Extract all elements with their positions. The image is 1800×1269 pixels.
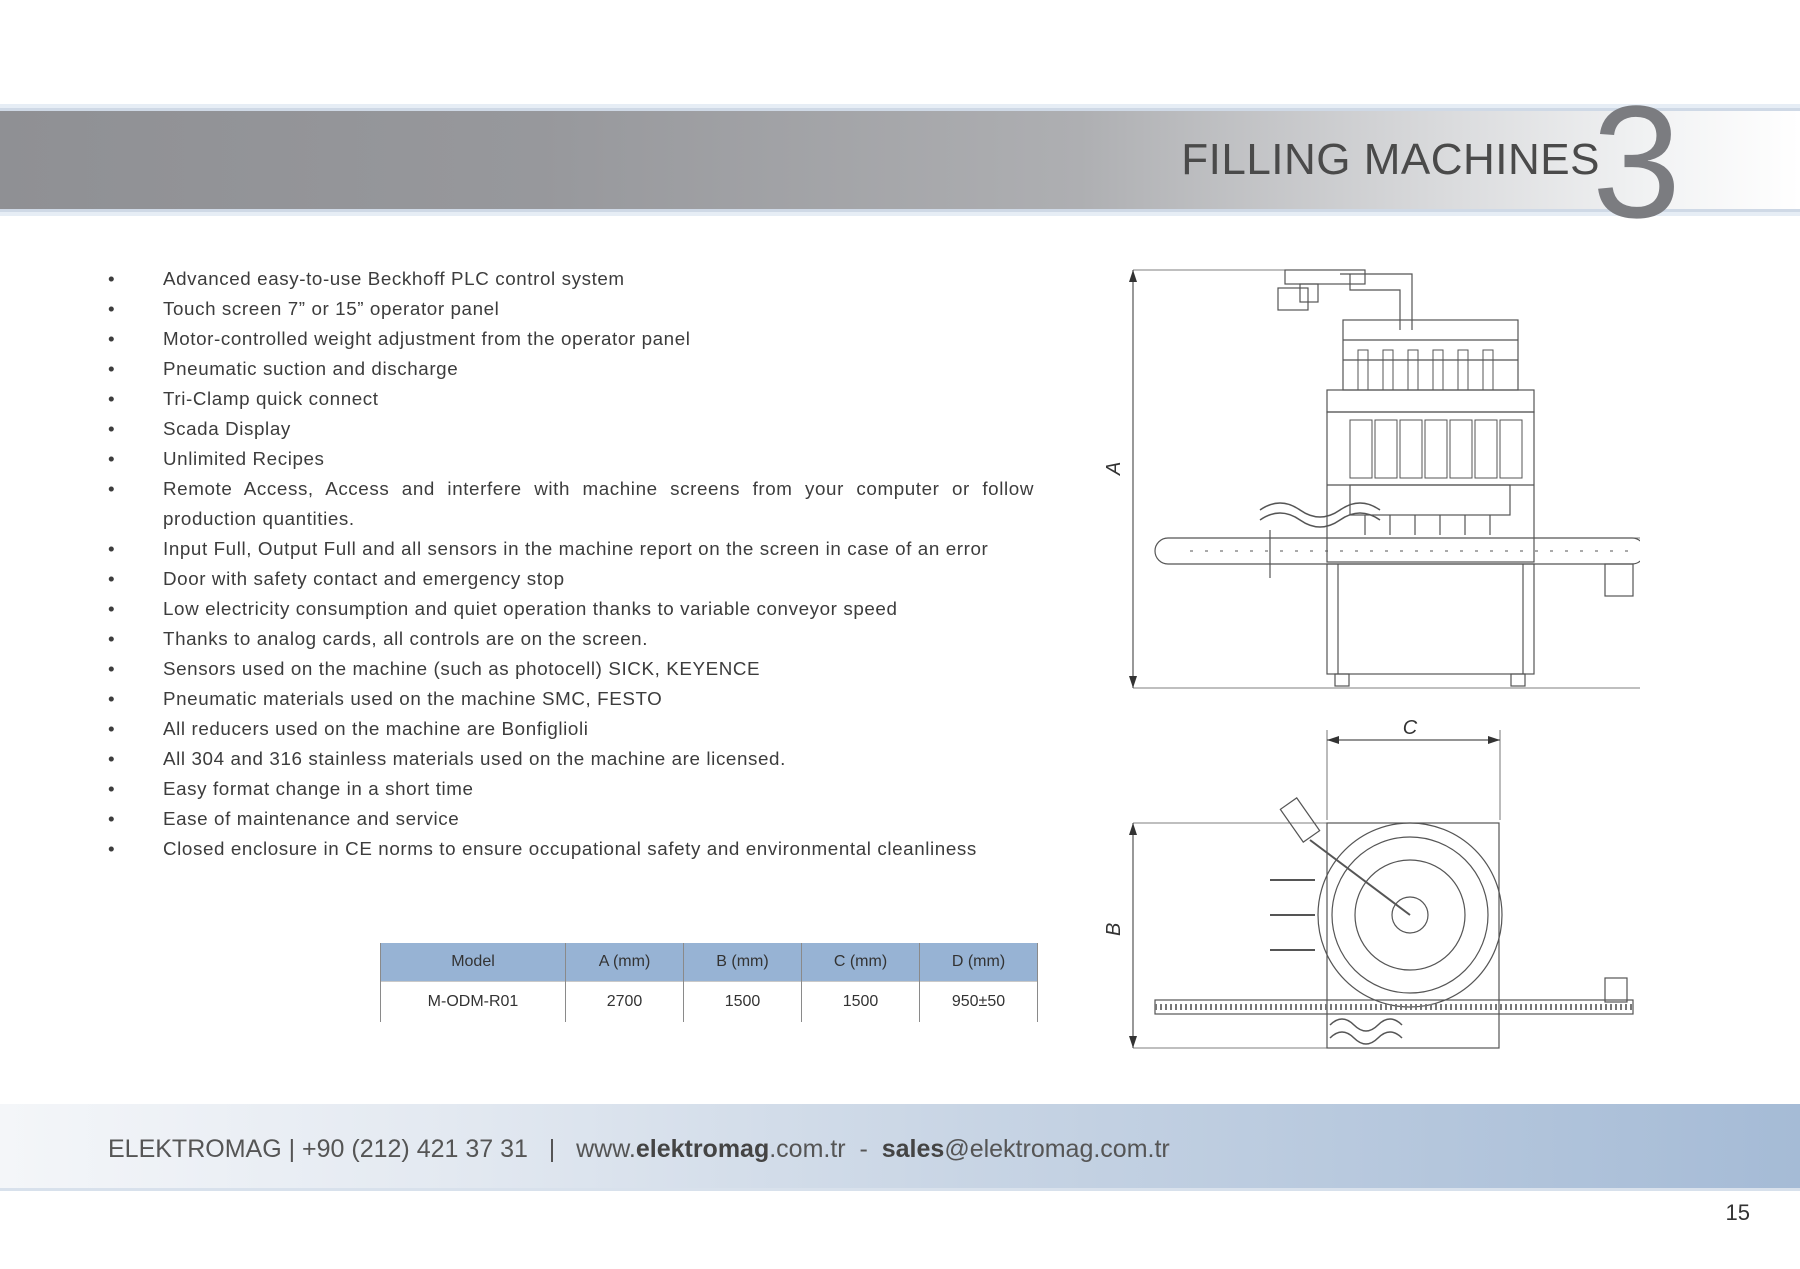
feature-item: • Motor-controlled weight adjustment from…: [104, 324, 1034, 354]
front-view: A D: [1103, 269, 1640, 689]
bullet-icon: •: [108, 418, 116, 439]
table-header-cell: D (mm): [919, 943, 1038, 982]
feature-text: Pneumatic suction and discharge: [163, 358, 459, 379]
feature-item: • Input Full, Output Full and all sensors…: [104, 534, 1034, 564]
feature-text: Sensors used on the machine (such as pho…: [163, 658, 761, 679]
bullet-icon: •: [108, 658, 116, 679]
feature-item: • Thanks to analog cards, all controls ar…: [104, 624, 1034, 654]
spec-table: Model A (mm) B (mm) C (mm) D (mm) M-ODM-…: [380, 943, 1038, 1022]
bullet-icon: •: [108, 778, 116, 799]
bullet-icon: •: [108, 388, 116, 409]
feature-text: All 304 and 316 stainless materials used…: [163, 748, 786, 769]
bullet-icon: •: [108, 298, 116, 319]
feature-text: All reducers used on the machine are Bon…: [163, 718, 589, 739]
dimension-c-label: C: [1403, 717, 1418, 739]
feature-text: Input Full, Output Full and all sensors …: [163, 538, 989, 559]
feature-item: • Touch screen 7” or 15” operator panel: [104, 294, 1034, 324]
feature-text: Motor-controlled weight adjustment from …: [163, 328, 691, 349]
table-header-cell: C (mm): [801, 943, 920, 982]
table-cell: 1500: [683, 981, 802, 1022]
feature-item: • Scada Display: [104, 414, 1034, 444]
bullet-icon: •: [108, 568, 116, 589]
section-title: FILLING MACHINES: [1181, 135, 1600, 184]
footer-separator: -: [845, 1135, 882, 1163]
header-band: [0, 108, 1800, 212]
table-header-row: Model A (mm) B (mm) C (mm) D (mm): [380, 943, 1038, 982]
feature-item: • Advanced easy-to-use Beckhoff PLC contr…: [104, 264, 1034, 294]
table-cell: 1500: [801, 981, 920, 1022]
feature-item: • Pneumatic suction and discharge: [104, 354, 1034, 384]
feature-text: Tri-Clamp quick connect: [163, 388, 379, 409]
feature-text: Easy format change in a short time: [163, 778, 474, 799]
feature-item: • Unlimited Recipes: [104, 444, 1034, 474]
section-number: 3: [1592, 72, 1681, 251]
feature-item: • All reducers used on the machine are Bo…: [104, 714, 1034, 744]
bullet-icon: •: [108, 838, 116, 859]
feature-text: Scada Display: [163, 418, 291, 439]
table-row: M-ODM-R01 2700 1500 1500 950±50: [380, 981, 1038, 1022]
feature-text: Unlimited Recipes: [163, 448, 325, 469]
bullet-icon: •: [108, 748, 116, 769]
bullet-icon: •: [108, 538, 116, 559]
feature-list: • Advanced easy-to-use Beckhoff PLC contr…: [104, 264, 1034, 864]
email-domain: @elektromag.com.tr: [944, 1135, 1170, 1163]
feature-text: Remote Access, Access and interfere with…: [163, 478, 1034, 529]
website-prefix: www.: [576, 1135, 636, 1163]
feature-item: • Ease of maintenance and service: [104, 804, 1034, 834]
dimension-b-label: B: [1103, 923, 1125, 936]
bullet-icon: •: [108, 628, 116, 649]
bullet-icon: •: [108, 808, 116, 829]
footer-email[interactable]: sales@elektromag.com.tr: [882, 1135, 1170, 1163]
bullet-icon: •: [108, 448, 116, 469]
bullet-icon: •: [108, 268, 116, 289]
footer-contact: ELEKTROMAG | +90 (212) 421 37 31 | www.e…: [108, 1135, 1170, 1164]
bullet-icon: •: [108, 358, 116, 379]
feature-text: Touch screen 7” or 15” operator panel: [163, 298, 500, 319]
website-brand: elektromag: [635, 1135, 770, 1163]
top-view: C B: [1103, 717, 1634, 1049]
table-header-cell: Model: [380, 943, 566, 982]
feature-text: Low electricity consumption and quiet op…: [163, 598, 898, 619]
feature-item: • Pneumatic materials used on the machine…: [104, 684, 1034, 714]
feature-item: • Door with safety contact and emergency …: [104, 564, 1034, 594]
footer-phone: +90 (212) 421 37 31: [302, 1135, 528, 1163]
feature-text: Door with safety contact and emergency s…: [163, 568, 565, 589]
bullet-icon: •: [108, 328, 116, 349]
footer-band: [0, 1104, 1800, 1191]
feature-item: • Remote Access, Access and interfere wit…: [104, 474, 1034, 534]
feature-item: • Sensors used on the machine (such as ph…: [104, 654, 1034, 684]
footer-separator: |: [527, 1135, 577, 1163]
feature-text: Advanced easy-to-use Beckhoff PLC contro…: [163, 268, 625, 289]
feature-item: • Closed enclosure in CE norms to ensure …: [104, 834, 1034, 864]
bullet-icon: •: [108, 598, 116, 619]
feature-text: Closed enclosure in CE norms to ensure o…: [163, 838, 977, 859]
website-suffix: .com.tr: [769, 1135, 846, 1163]
dimension-a-label: A: [1103, 462, 1125, 476]
email-user: sales: [881, 1135, 945, 1163]
page-number: 15: [1725, 1200, 1750, 1225]
feature-item: • Easy format change in a short time: [104, 774, 1034, 804]
feature-text: Thanks to analog cards, all controls are…: [163, 628, 649, 649]
table-cell: 950±50: [919, 981, 1038, 1022]
table-header-cell: A (mm): [565, 943, 684, 982]
machine-technical-drawing: A D: [1103, 269, 1640, 1049]
bullet-icon: •: [108, 688, 116, 709]
table-cell: M-ODM-R01: [380, 981, 566, 1022]
table-cell: 2700: [565, 981, 684, 1022]
bullet-icon: •: [108, 478, 116, 499]
feature-item: • Tri-Clamp quick connect: [104, 384, 1034, 414]
table-header-cell: B (mm): [683, 943, 802, 982]
footer-company: ELEKTROMAG: [108, 1135, 282, 1163]
feature-item: • All 304 and 316 stainless materials use…: [104, 744, 1034, 774]
feature-item: • Low electricity consumption and quiet o…: [104, 594, 1034, 624]
footer-website[interactable]: www.elektromag.com.tr: [576, 1135, 846, 1163]
footer-separator: |: [281, 1135, 303, 1163]
feature-text: Pneumatic materials used on the machine …: [163, 688, 663, 709]
bullet-icon: •: [108, 718, 116, 739]
feature-text: Ease of maintenance and service: [163, 808, 460, 829]
